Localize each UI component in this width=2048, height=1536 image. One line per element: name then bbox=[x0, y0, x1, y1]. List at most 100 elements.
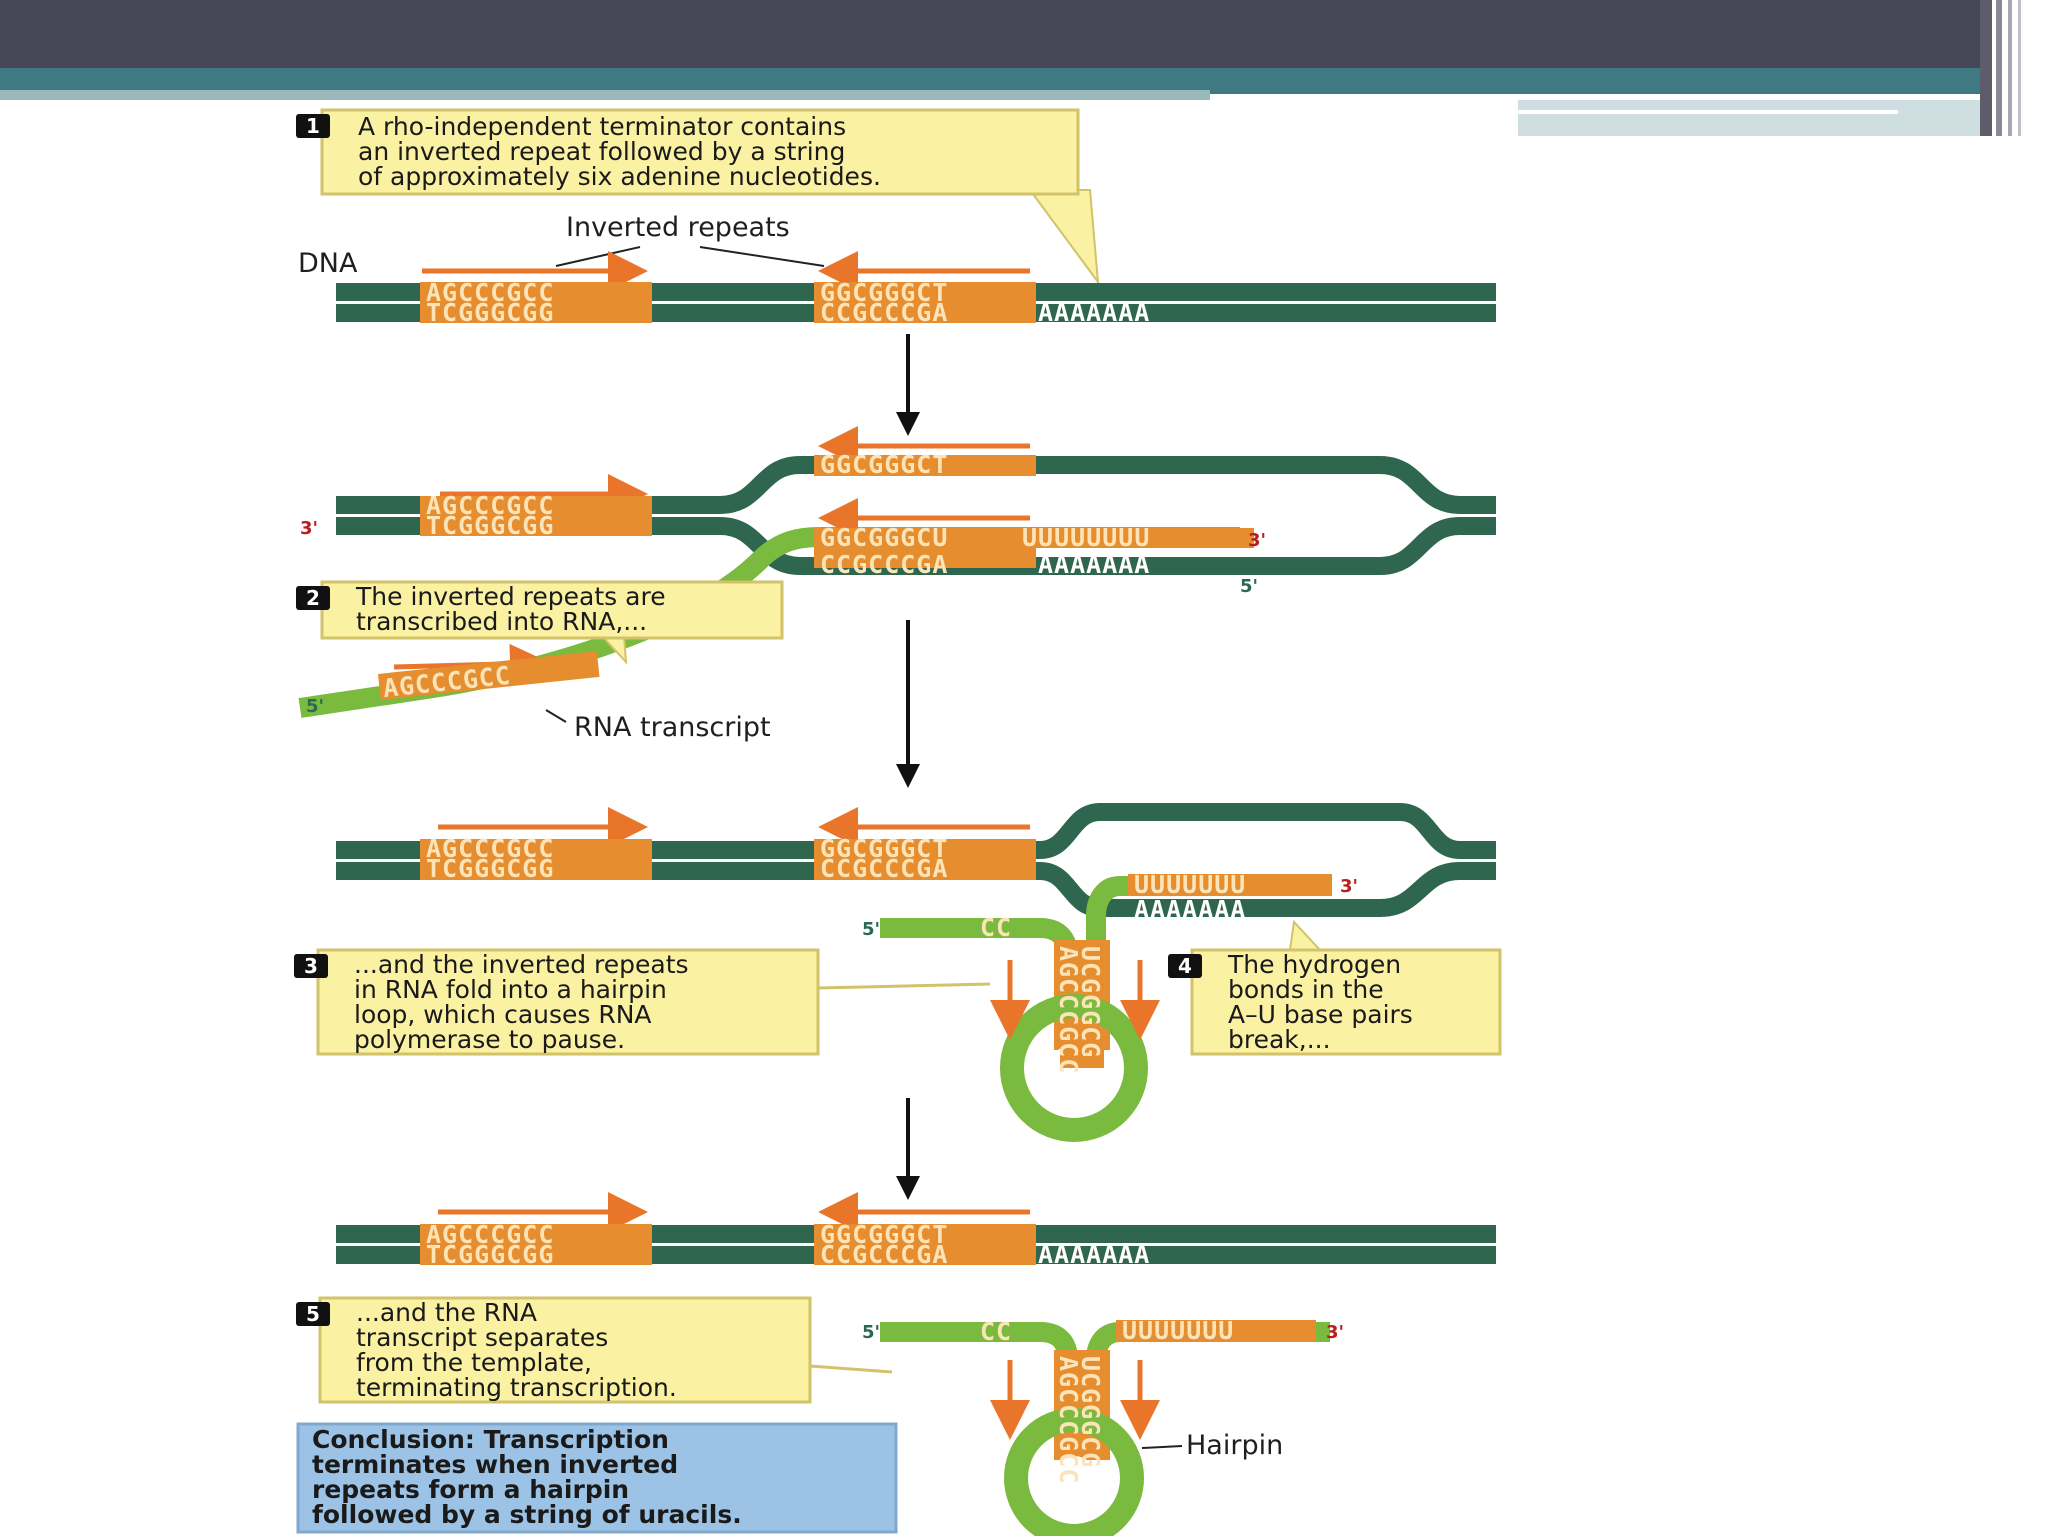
sequence-a-tail: AAAAAAA bbox=[1134, 895, 1246, 924]
inverted-repeats-label: Inverted repeats bbox=[566, 212, 790, 243]
step-number: 4 bbox=[1178, 954, 1192, 978]
pointer-line bbox=[545, 709, 567, 723]
hairpin-label: Hairpin bbox=[1186, 1430, 1283, 1461]
five-prime-label: 5' bbox=[862, 919, 880, 940]
sequence-cc: CC bbox=[980, 1317, 1012, 1346]
three-prime-label: 3' bbox=[300, 518, 318, 539]
callout-box bbox=[320, 108, 1080, 196]
sequence-left-top: AGCCCGCC bbox=[426, 834, 554, 863]
sequence-right-bottom: CCGCCCGA bbox=[820, 1240, 948, 1269]
callout-pointer bbox=[1028, 189, 1100, 286]
slide-edge-stripe bbox=[2018, 0, 2021, 136]
callout-line: break,... bbox=[1228, 1025, 1331, 1054]
conclusion-panel bbox=[296, 1422, 898, 1534]
step-number-badge bbox=[1168, 954, 1202, 978]
callout-line: from the template, bbox=[356, 1348, 592, 1377]
pointer-line bbox=[699, 246, 825, 267]
step-number-badge bbox=[294, 954, 328, 978]
sequence-right-bottom: CCGCCCGA bbox=[820, 298, 948, 327]
repeat-box-left bbox=[420, 282, 652, 323]
dna-bottom-strand bbox=[336, 517, 1496, 575]
slide-accent-block bbox=[1518, 100, 1980, 136]
u-tail-box bbox=[1116, 1320, 1316, 1342]
conclusion-box: Conclusion: Transcription terminates whe… bbox=[296, 1422, 898, 1534]
template-repeat-box bbox=[814, 548, 1036, 568]
callout-pointer bbox=[1288, 919, 1323, 951]
pointer-line bbox=[1141, 1445, 1183, 1449]
dna-row-4: AGCCCGCC TCGGGCGG GGCGGGCT CCGCCCGA AAAA… bbox=[336, 1192, 1496, 1269]
hairpin-loop-center bbox=[1052, 1456, 1096, 1500]
callout-line: an inverted repeat followed by a string bbox=[358, 137, 845, 166]
slide-accent-band bbox=[0, 68, 1980, 94]
sequence-a-tail: AAAAAAA bbox=[1038, 550, 1150, 579]
callout-line: A rho-independent terminator contains bbox=[358, 112, 846, 141]
repeat-box-right bbox=[814, 455, 1036, 476]
conclusion-line: Conclusion: Transcription bbox=[312, 1425, 669, 1454]
rna-transcript-label: RNA transcript bbox=[574, 712, 771, 743]
three-prime-label: 3' bbox=[1248, 530, 1266, 551]
dna-top-strand bbox=[336, 803, 1496, 859]
released-transcript: AGCCCGCC UCGGGCG CC UUUUUUU 3' 5' Hairpi… bbox=[862, 1316, 1344, 1536]
step-number: 1 bbox=[306, 114, 320, 138]
callout-line: bonds in the bbox=[1228, 975, 1384, 1004]
callout-line: ...and the RNA bbox=[356, 1298, 537, 1327]
step-number: 3 bbox=[304, 954, 318, 978]
dna-row-1: AGCCCGCC TCGGGCGG GGCGGGCT CCGCCCGA AAAA… bbox=[336, 251, 1496, 327]
sequence-right-bottom: CCGCCCGA bbox=[820, 550, 948, 579]
callout-line: polymerase to pause. bbox=[354, 1025, 625, 1054]
repeat-box-left bbox=[420, 839, 652, 880]
sequence-left-bottom: TCGGGCGG bbox=[426, 854, 554, 883]
slide-accent-line bbox=[1518, 110, 1898, 114]
dna-top-strand bbox=[336, 456, 1496, 514]
rna-strand bbox=[880, 1322, 1078, 1420]
pointer-line bbox=[555, 246, 641, 267]
callout-line: transcribed into RNA,... bbox=[356, 607, 647, 636]
callout-line: transcript separates bbox=[356, 1323, 608, 1352]
hairpin-stem bbox=[1054, 1350, 1110, 1460]
callout-line: in RNA fold into a hairpin bbox=[354, 975, 667, 1004]
conclusion-line: followed by a string of uracils. bbox=[312, 1500, 742, 1529]
repeat-box-right bbox=[814, 282, 1036, 323]
hairpin-sequence-left: AGCCCGCC bbox=[1054, 946, 1083, 1074]
hairpin-stem bbox=[1060, 1040, 1104, 1068]
sequence-left-top: AGCCCGCC bbox=[426, 491, 554, 520]
dna-bottom-strand bbox=[336, 862, 1496, 917]
step-number-badge bbox=[296, 1302, 330, 1326]
hairpin-loop bbox=[1000, 994, 1148, 1142]
rna-strand bbox=[1086, 1322, 1330, 1420]
callout-box bbox=[1190, 948, 1502, 1056]
five-prime-label: 5' bbox=[862, 1322, 880, 1343]
slide-title-bar bbox=[0, 0, 1980, 68]
rna-repeat-box bbox=[378, 651, 600, 700]
sequence-left-bottom: TCGGGCGG bbox=[426, 511, 554, 540]
sequence-left-bottom: TCGGGCGG bbox=[426, 298, 554, 327]
step-number: 2 bbox=[306, 586, 320, 610]
u-tail-box bbox=[1128, 874, 1332, 896]
callout-pointer bbox=[809, 1364, 893, 1374]
conclusion-line: terminates when inverted bbox=[312, 1450, 678, 1479]
three-prime-label: 3' bbox=[1326, 1322, 1344, 1343]
sequence-cc: CC bbox=[980, 913, 1012, 942]
step-number-badge bbox=[296, 114, 330, 138]
sequence-right-bottom: CCGCCCGA bbox=[820, 854, 948, 883]
sequence-a-tail: AAAAAAA bbox=[1038, 298, 1150, 327]
slide-accent-stripe bbox=[0, 90, 1210, 100]
callout-line: loop, which causes RNA bbox=[354, 1000, 652, 1029]
callout-line: ...and the inverted repeats bbox=[354, 950, 689, 979]
callout-line: The hydrogen bbox=[1227, 950, 1401, 979]
callout-step-3: 3 ...and the inverted repeats in RNA fol… bbox=[294, 948, 991, 1056]
callout-line: The inverted repeats are bbox=[355, 582, 666, 611]
sequence-left-bottom: TCGGGCGG bbox=[426, 1240, 554, 1269]
hairpin-sequence-right: UCGGGCG bbox=[1076, 946, 1105, 1058]
hairpin-sequence-left: AGCCCGCC bbox=[1054, 1356, 1083, 1484]
step-number-badge bbox=[296, 586, 330, 610]
hairpin-loop bbox=[1004, 1408, 1144, 1536]
five-prime-label: 5' bbox=[306, 696, 324, 717]
repeat-box-right bbox=[814, 1224, 1036, 1265]
dna-label: DNA bbox=[298, 248, 358, 279]
repeat-box-left bbox=[420, 496, 652, 536]
sequence-u-tail: UUUUUUU bbox=[1134, 870, 1246, 899]
hairpin-sequence-right: UCGGGCG bbox=[1076, 1356, 1105, 1468]
callout-line: of approximately six adenine nucleotides… bbox=[358, 162, 881, 191]
